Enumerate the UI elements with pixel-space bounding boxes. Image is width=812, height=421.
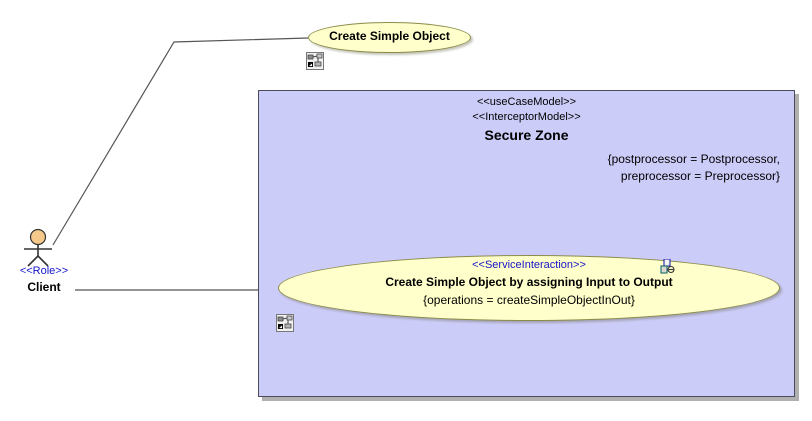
actor-stick-figure-icon [24, 228, 52, 267]
package-constraint-line-1: {postprocessor = Postprocessor, [607, 152, 780, 166]
package-stereotype-usecasemodel: <<useCaseModel>> [476, 96, 577, 108]
use-case-create-simple-object[interactable]: Create Simple Object [308, 22, 471, 53]
use-case-stereotype: <<ServiceInteraction>> [472, 259, 586, 271]
actor-stereotype: <<Role>> [19, 265, 69, 277]
use-case-create-simple-object-label: Create Simple Object [329, 29, 450, 43]
use-case-name: Create Simple Object by assigning Input … [385, 275, 673, 289]
linked-document-icon[interactable] [660, 258, 676, 275]
linked-diagram-icon-secondary[interactable] [276, 314, 294, 332]
package-constraint-line-2: preprocessor = Preprocessor} [620, 169, 780, 183]
actor-name: Client [27, 280, 61, 294]
package-constraint: {postprocessor = Postprocessor, preproce… [259, 151, 780, 185]
use-case-service-interaction[interactable]: <<ServiceInteraction>> Create Simple Obj… [278, 255, 780, 321]
actor-client[interactable]: <<Role>> Client [14, 228, 74, 300]
linked-diagram-icon[interactable] [306, 52, 324, 70]
package-secure-zone[interactable]: <<useCaseModel>> <<InterceptorModel>> Se… [258, 90, 795, 397]
package-stereotype-interceptormodel: <<InterceptorModel>> [472, 111, 581, 123]
package-title: Secure Zone [484, 127, 569, 143]
use-case-constraint: {operations = createSimpleObjectInOut} [423, 293, 635, 307]
